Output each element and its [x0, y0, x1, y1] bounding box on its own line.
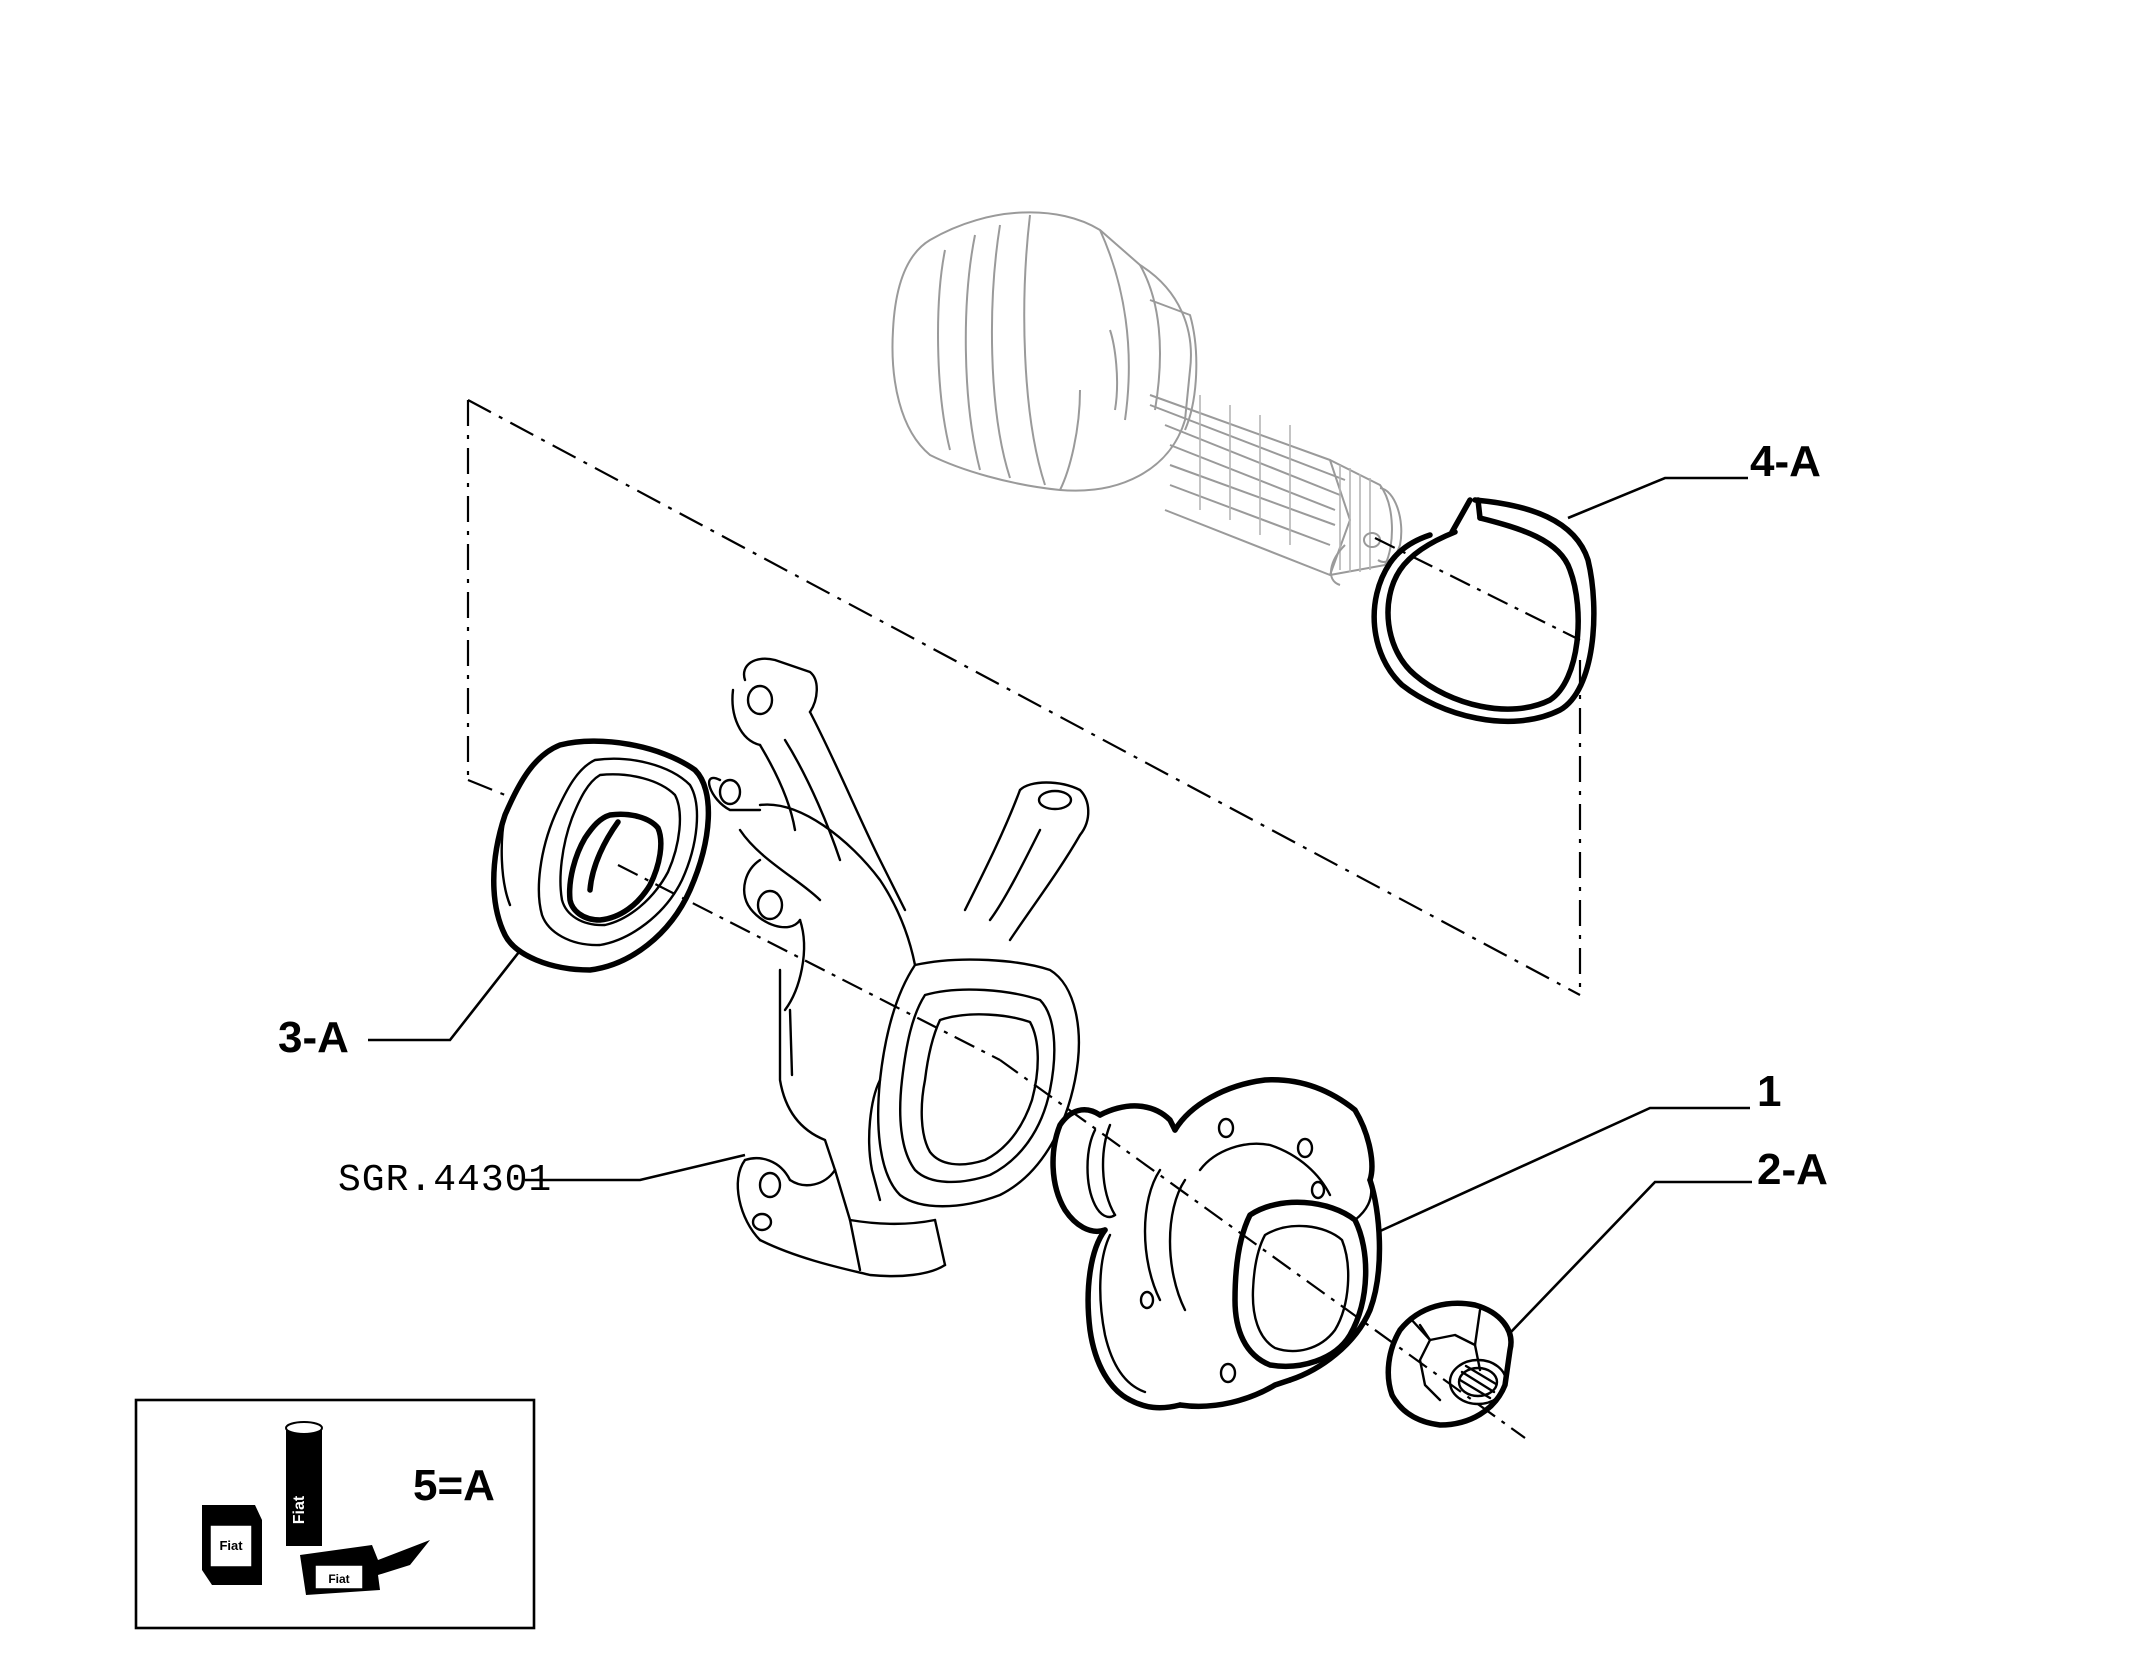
- callout-4a: 4-A: [1750, 437, 1821, 486]
- svg-text:Fiat: Fiat: [291, 1495, 308, 1524]
- wheel-bearing: [491, 738, 712, 973]
- grease-pack-icon: Fiat: [300, 1540, 430, 1595]
- wheel-hub: [1050, 1077, 1383, 1411]
- hub-nut: [1385, 1300, 1514, 1428]
- svg-text:Fiat: Fiat: [328, 1572, 349, 1586]
- legend-label: 5=A: [413, 1461, 495, 1510]
- lubricant-can-icon: Fiat: [285, 1421, 323, 1546]
- legend-box: Fiat Fiat Fiat 5=A: [134, 1398, 536, 1630]
- callout-1: 1: [1757, 1067, 1781, 1116]
- leader-lines: [368, 476, 1752, 1334]
- callout-2a: 2-A: [1757, 1145, 1828, 1194]
- snap-ring: [1371, 497, 1597, 724]
- drive-shaft-cv-joint: [891, 211, 1403, 586]
- drawing-code: SGR.44301: [338, 1159, 552, 1202]
- assembly-guide-lines: [466, 399, 1582, 1439]
- svg-text:Fiat: Fiat: [219, 1538, 243, 1553]
- callout-3a: 3-A: [278, 1013, 349, 1062]
- steering-knuckle: [708, 657, 1090, 1278]
- product-box-icon: Fiat: [202, 1505, 262, 1585]
